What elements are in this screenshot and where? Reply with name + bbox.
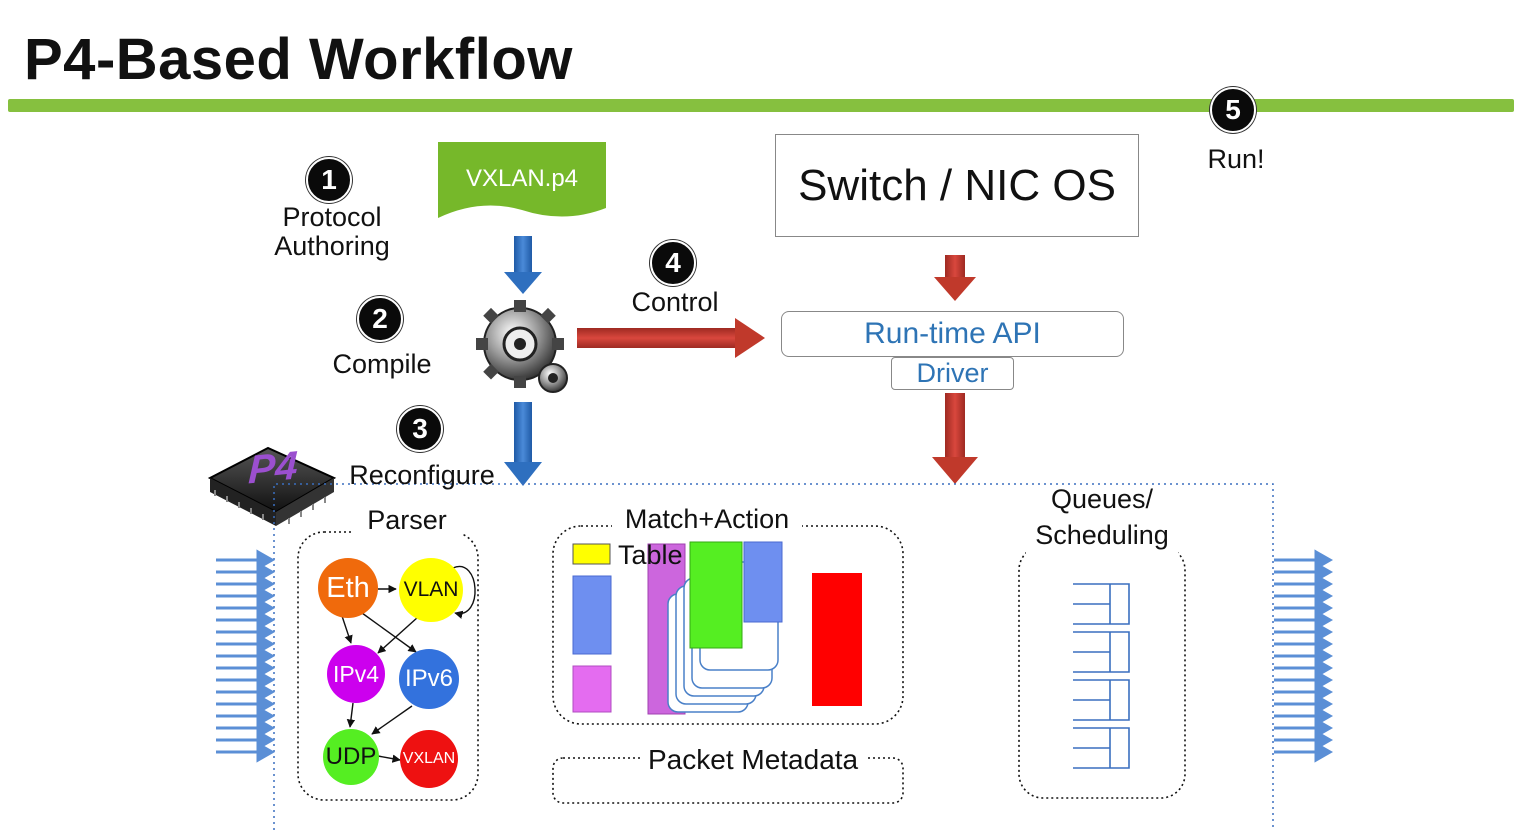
arrow-compiler-to-pipeline — [504, 402, 542, 486]
parser-label: Parser — [367, 505, 447, 535]
table-legend-swatch — [572, 543, 611, 565]
p4-logo-text: P4 — [247, 443, 299, 493]
parse-node-udp: UDP — [323, 729, 379, 785]
output-packet-arrows — [1274, 549, 1334, 763]
arrow-file-to-compiler — [504, 236, 542, 294]
step-2-badge: 2 — [357, 296, 403, 342]
step-4-badge: 4 — [650, 240, 696, 286]
step-5-badge: 5 — [1210, 87, 1256, 133]
queue-icons — [1073, 583, 1130, 769]
packet-arrow-head — [256, 729, 276, 751]
packet-arrow-head — [1314, 741, 1334, 763]
packet-arrow-head — [256, 633, 276, 655]
packet-arrow-head — [1314, 561, 1334, 583]
packet-arrow-head — [1314, 621, 1334, 643]
packet-arrow-head — [256, 573, 276, 595]
arrow-os-to-api — [934, 255, 976, 301]
packet-arrow-head — [256, 657, 276, 679]
p4-chip-icon — [207, 446, 337, 526]
packet-metadata-label: Packet Metadata — [640, 744, 867, 776]
parse-graph-edges — [341, 565, 476, 763]
step-3-label: Reconfigure — [349, 460, 495, 490]
packet-arrow-head — [256, 549, 276, 571]
switch-nic-os-box[interactable]: Switch / NIC OS — [775, 134, 1139, 237]
packet-arrow-head — [1314, 549, 1334, 571]
packet-arrow-head — [256, 585, 276, 607]
match-action-tables — [572, 541, 862, 715]
packet-arrow-head — [256, 681, 276, 703]
parser-block — [297, 531, 479, 801]
packet-arrow-head — [1314, 681, 1334, 703]
page-title: P4-Based Workflow — [24, 27, 573, 92]
packet-arrow-head — [256, 717, 276, 739]
step-3-badge: 3 — [397, 406, 443, 452]
arrow-driver-to-pipeline — [932, 393, 978, 484]
parse-node-vxlan: VXLAN — [400, 730, 458, 788]
driver-box[interactable]: Driver — [891, 357, 1014, 390]
packet-arrow-head — [1314, 705, 1334, 727]
packet-arrow-head — [256, 597, 276, 619]
title-divider — [8, 99, 1514, 112]
packet-arrow-head — [256, 741, 276, 763]
queues-label: Queues/ Scheduling — [1026, 485, 1178, 550]
step-1-badge: 1 — [306, 157, 352, 203]
queues-block — [1018, 545, 1186, 799]
program-file-label[interactable]: VXLAN.p4 — [465, 165, 579, 192]
packet-arrow-head — [1314, 669, 1334, 691]
packet-arrow-head — [256, 645, 276, 667]
packet-arrow-head — [1314, 573, 1334, 595]
packet-arrow-head — [1314, 717, 1334, 739]
packet-arrow-head — [1314, 729, 1334, 751]
packet-arrow-head — [1314, 645, 1334, 667]
input-packet-arrows — [216, 549, 276, 763]
packet-arrow-head — [1314, 609, 1334, 631]
program-file-shape[interactable] — [438, 142, 606, 218]
parse-node-ipv6: IPv6 — [399, 649, 459, 709]
packet-arrow-head — [256, 669, 276, 691]
step-5-label: Run! — [1207, 144, 1265, 174]
pipeline-boundary — [273, 483, 1274, 830]
parse-node-ipv4: IPv4 — [327, 645, 385, 703]
runtime-api-box[interactable]: Run-time API — [781, 311, 1124, 357]
packet-arrow-head — [1314, 657, 1334, 679]
packet-arrow-head — [1314, 585, 1334, 607]
parse-node-vlan: VLAN — [399, 558, 463, 622]
packet-arrow-head — [1314, 693, 1334, 715]
step-4-label: Control — [631, 287, 719, 317]
packet-arrow-head — [1314, 597, 1334, 619]
step-1-label-line2: Authoring — [274, 231, 390, 261]
parse-node-eth: Eth — [318, 558, 378, 618]
step-1-label-line1: Protocol — [282, 202, 382, 232]
packet-arrow-head — [256, 693, 276, 715]
match-action-label: Match+Action — [624, 504, 790, 534]
table-legend-label: Table — [618, 540, 683, 570]
packet-arrow-head — [256, 621, 276, 643]
packet-arrow-head — [256, 705, 276, 727]
queues-label-line1: Queues/ — [1050, 484, 1154, 514]
step-2-label: Compile — [332, 349, 432, 379]
packet-arrow-head — [256, 561, 276, 583]
compiler-gear-icon — [476, 300, 568, 393]
arrow-control — [577, 318, 765, 358]
packet-arrow-head — [1314, 633, 1334, 655]
queues-label-line2: Scheduling — [1035, 520, 1169, 550]
packet-arrow-head — [256, 609, 276, 631]
step-1-label: Protocol Authoring — [262, 203, 402, 261]
